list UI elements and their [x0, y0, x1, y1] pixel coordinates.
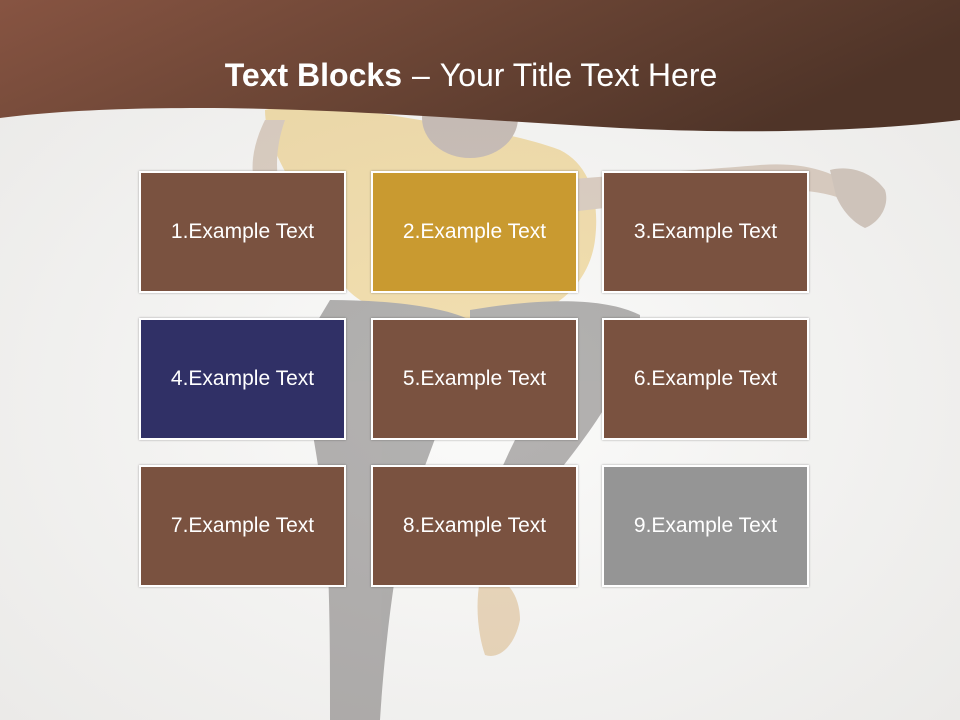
text-block-5: 5.Example Text	[371, 318, 578, 440]
text-block-label: 8.Example Text	[402, 514, 547, 537]
title-text: Your Title Text Here	[439, 57, 718, 93]
text-block-2: 2.Example Text	[371, 171, 578, 293]
text-block-label: 1.Example Text	[170, 220, 315, 243]
text-block-label: 2.Example Text	[402, 220, 547, 243]
header-band	[0, 0, 960, 132]
text-block-label: 4.Example Text	[170, 367, 315, 390]
text-block-8: 8.Example Text	[371, 465, 578, 587]
text-block-4: 4.Example Text	[139, 318, 346, 440]
title-bold: Text Blocks	[224, 57, 402, 93]
text-block-label: 7.Example Text	[170, 514, 315, 537]
text-block-6: 6.Example Text	[602, 318, 809, 440]
text-block-label: 6.Example Text	[633, 367, 778, 390]
title-separator: –	[411, 57, 430, 93]
text-block-9: 9.Example Text	[602, 465, 809, 587]
text-block-3: 3.Example Text	[602, 171, 809, 293]
text-block-7: 7.Example Text	[139, 465, 346, 587]
text-blocks-grid: 1.Example Text 2.Example Text 3.Example …	[139, 171, 815, 593]
text-block-label: 9.Example Text	[633, 514, 778, 537]
text-block-1: 1.Example Text	[139, 171, 346, 293]
text-block-label: 5.Example Text	[402, 367, 547, 390]
slide-title: Text Blocks–Your Title Text Here	[0, 52, 942, 98]
text-block-label: 3.Example Text	[633, 220, 778, 243]
